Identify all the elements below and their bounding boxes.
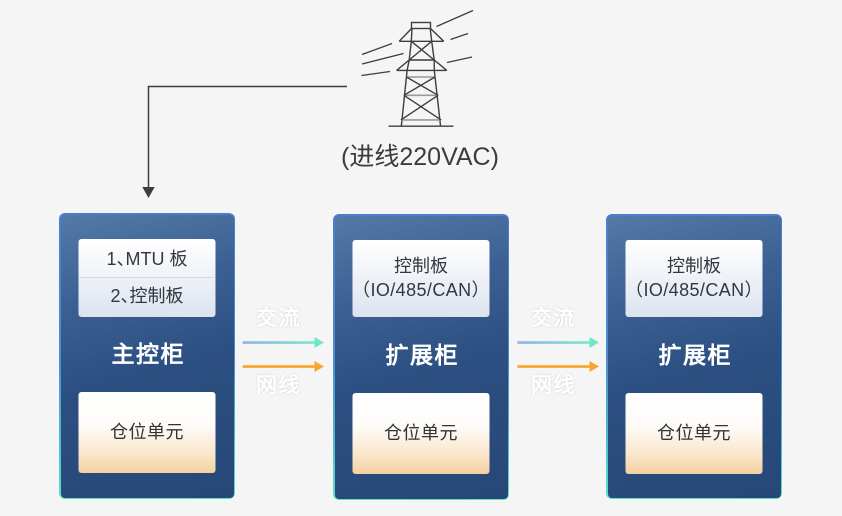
tower-leg-main <box>400 70 442 126</box>
link1-lan-label: 网线 <box>255 374 301 397</box>
tower-xbrace-mid <box>408 40 435 61</box>
power-inlet-arrow <box>142 85 347 198</box>
control-board-card: 控制板 （IO/485/CAN） <box>625 239 763 317</box>
tower-arm-upper <box>398 27 445 42</box>
link2-ac-arrow <box>517 337 599 348</box>
tower-girder-horizontal <box>400 76 442 121</box>
ac-arrow-shaft <box>517 341 590 344</box>
tower-leg-mid <box>408 41 435 61</box>
tower-leg-upper <box>410 28 433 42</box>
transmission-tower-icon <box>361 9 474 127</box>
ac-arrowhead-right-icon <box>589 337 599 348</box>
link2-lan-label: 网线 <box>530 374 576 397</box>
board-divider <box>79 276 215 278</box>
cabinet-main: 1、MTU 板 2、控制板 主控柜 仓位单元 <box>59 213 235 499</box>
tower-arm-lower <box>396 59 448 72</box>
lan-arrow-shaft <box>517 365 590 368</box>
link1-ac-arrow <box>242 337 324 348</box>
link2-ac-label: 交流 <box>530 307 576 330</box>
link1-lan-arrow <box>242 361 324 372</box>
control-board-line1: 控制板 <box>667 256 721 276</box>
bin-unit-box: 仓位单元 <box>352 392 490 474</box>
ac-arrowhead-right-icon <box>314 337 324 348</box>
board-row-mtu: 1、MTU 板 <box>106 248 188 269</box>
cabinet-title: 扩展柜 <box>385 341 459 368</box>
lan-arrow-shaft <box>242 365 315 368</box>
tower-head <box>410 21 432 30</box>
power-inlet-line <box>147 85 347 188</box>
cabinet-title: 主控柜 <box>111 340 185 367</box>
board-row-control: 2、控制板 <box>110 285 184 306</box>
bin-unit-box: 仓位单元 <box>625 392 763 474</box>
cabinet-expansion-2: 控制板 （IO/485/CAN） 扩展柜 仓位单元 <box>606 214 782 499</box>
tower-wires-left <box>361 42 404 77</box>
lan-arrowhead-right-icon <box>314 361 324 372</box>
arrowhead-down-icon <box>142 187 155 198</box>
cabinet-title: 扩展柜 <box>658 341 732 368</box>
control-board-line2: （IO/485/CAN） <box>352 280 490 300</box>
link1-ac-label: 交流 <box>255 307 301 330</box>
cabinet-main-body: 1、MTU 板 2、控制板 主控柜 仓位单元 <box>60 214 234 498</box>
cabinet-expansion-2-body: 控制板 （IO/485/CAN） 扩展柜 仓位单元 <box>607 215 781 498</box>
ac-arrow-shaft <box>242 341 315 344</box>
tower-xbrace-main <box>400 76 442 121</box>
board-list: 1、MTU 板 2、控制板 <box>78 238 216 317</box>
tower-leg-lower-arm <box>406 59 435 71</box>
lan-arrowhead-right-icon <box>589 361 599 372</box>
control-board-line1: 控制板 <box>394 256 448 276</box>
control-board-line2: （IO/485/CAN） <box>625 280 763 300</box>
cabinet-expansion-1-body: 控制板 （IO/485/CAN） 扩展柜 仓位单元 <box>334 215 508 499</box>
tower-wires-right <box>436 9 474 64</box>
link2-lan-arrow <box>517 361 599 372</box>
power-inlet-label: (进线220VAC) <box>341 143 499 171</box>
control-board-card: 控制板 （IO/485/CAN） <box>352 239 490 317</box>
cabinet-expansion-1: 控制板 （IO/485/CAN） 扩展柜 仓位单元 <box>333 214 509 500</box>
bin-unit-box: 仓位单元 <box>78 391 216 473</box>
